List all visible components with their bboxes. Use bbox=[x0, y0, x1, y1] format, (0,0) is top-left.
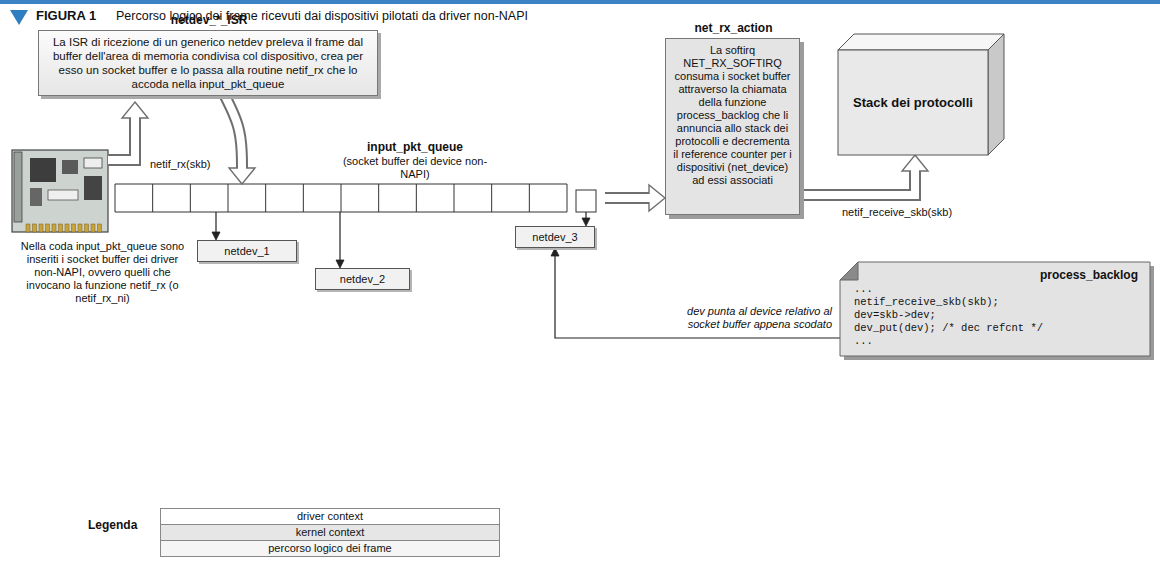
card-pin bbox=[52, 224, 56, 232]
node-text: La softirq NET_RX_SOFTIRQ consuma i sock… bbox=[672, 44, 793, 187]
queue-cell bbox=[567, 184, 568, 212]
network-card bbox=[12, 150, 108, 232]
queue-cells bbox=[115, 184, 596, 212]
flow-connector bbox=[212, 212, 220, 240]
legend-row: percorso logico dei frame bbox=[160, 540, 500, 557]
connector-label: netif_receive_skb(skb) bbox=[842, 206, 952, 219]
flow-connector bbox=[582, 212, 590, 226]
queue-cell bbox=[115, 184, 116, 212]
card-pin bbox=[33, 224, 37, 232]
flow-connector bbox=[336, 212, 344, 268]
code-line: netif_receive_skb(skb); bbox=[854, 296, 1138, 309]
legend-text: kernel context bbox=[296, 526, 364, 538]
queue-cell bbox=[454, 184, 455, 212]
code-note: process_backlog...netif_receive_skb(skb)… bbox=[840, 262, 1150, 356]
node-text: La ISR di ricezione di un generico netde… bbox=[47, 35, 369, 91]
figure-number: FIGURA 1 bbox=[36, 9, 96, 22]
softirq-box: net_rx_actionLa softirq NET_RX_SOFTIRQ c… bbox=[665, 38, 800, 215]
input-queue: input_pkt_queue(socket buffer dei device… bbox=[115, 184, 605, 212]
queue-cell bbox=[378, 184, 379, 212]
code-line: ... bbox=[854, 335, 1138, 348]
queue-cell bbox=[152, 184, 153, 212]
legend-text: percorso logico dei frame bbox=[268, 542, 392, 554]
queue-cell bbox=[491, 184, 492, 212]
legend-row: driver context bbox=[160, 508, 500, 525]
queue-cell bbox=[265, 184, 266, 212]
isr-box: netdev_*_ISRLa ISR di ricezione di un ge… bbox=[38, 30, 378, 96]
flow-connector bbox=[605, 185, 665, 211]
node-text: netdev_2 bbox=[322, 272, 403, 286]
netdev-box: netdev_3 bbox=[515, 226, 595, 248]
top-bar bbox=[0, 0, 1160, 4]
card-pin bbox=[39, 224, 43, 232]
heading-block: net_rx_action bbox=[666, 21, 801, 36]
legend-table: driver context kernel context percorso log… bbox=[160, 509, 500, 557]
card-pin bbox=[26, 224, 30, 232]
queue-cell bbox=[416, 184, 417, 212]
netdev-box: netdev_2 bbox=[315, 268, 410, 290]
card-pin bbox=[72, 224, 76, 232]
netdev-box: netdev_1 bbox=[197, 240, 297, 262]
heading-block: input_pkt_queue(socket buffer dei device… bbox=[330, 140, 500, 181]
code-line: ... bbox=[854, 283, 1138, 296]
card-pin bbox=[65, 224, 69, 232]
card-to-isr-arrow bbox=[108, 102, 148, 160]
card-pin bbox=[98, 224, 102, 232]
node-text: Stack dei protocolli bbox=[853, 95, 973, 111]
node-heading: process_backlog bbox=[854, 268, 1138, 283]
flow-connector bbox=[225, 96, 255, 184]
card-pin bbox=[46, 224, 50, 232]
card-pin bbox=[85, 224, 89, 232]
queue-cell bbox=[190, 184, 191, 212]
code-line: dev_put(dev); /* dec refcnt */ bbox=[854, 322, 1138, 335]
queue-cell bbox=[303, 184, 304, 212]
flow-connector bbox=[551, 248, 840, 338]
connector-label: netif_rx(skb) bbox=[150, 158, 211, 171]
card-pin bbox=[91, 224, 95, 232]
title-triangle bbox=[10, 10, 28, 25]
legend-text: driver context bbox=[297, 510, 363, 522]
protocol-stack-cube: Stack dei protocolli bbox=[838, 50, 988, 155]
legend-title: Legenda bbox=[88, 519, 137, 532]
queue-cell bbox=[341, 184, 342, 212]
card-pin bbox=[78, 224, 82, 232]
legend-row: kernel context bbox=[160, 524, 500, 541]
flow-connector bbox=[800, 155, 928, 195]
node-heading: input_pkt_queue bbox=[330, 140, 500, 155]
node-text: netdev_1 bbox=[204, 244, 290, 258]
queue-cell bbox=[576, 190, 596, 212]
queue-note: Nella coda input_pkt_queue sono inseriti… bbox=[15, 240, 190, 305]
queue-cell bbox=[529, 184, 530, 212]
code-line: dev=skb->dev; bbox=[854, 309, 1138, 322]
node-subtitle: (socket buffer dei device non-NAPI) bbox=[330, 155, 500, 181]
node-heading: net_rx_action bbox=[666, 21, 801, 36]
queue-cell bbox=[228, 184, 229, 212]
card-pin bbox=[59, 224, 63, 232]
node-text: netdev_3 bbox=[522, 230, 588, 244]
connector-label: dev punta al device relativo al socket b… bbox=[682, 305, 832, 331]
